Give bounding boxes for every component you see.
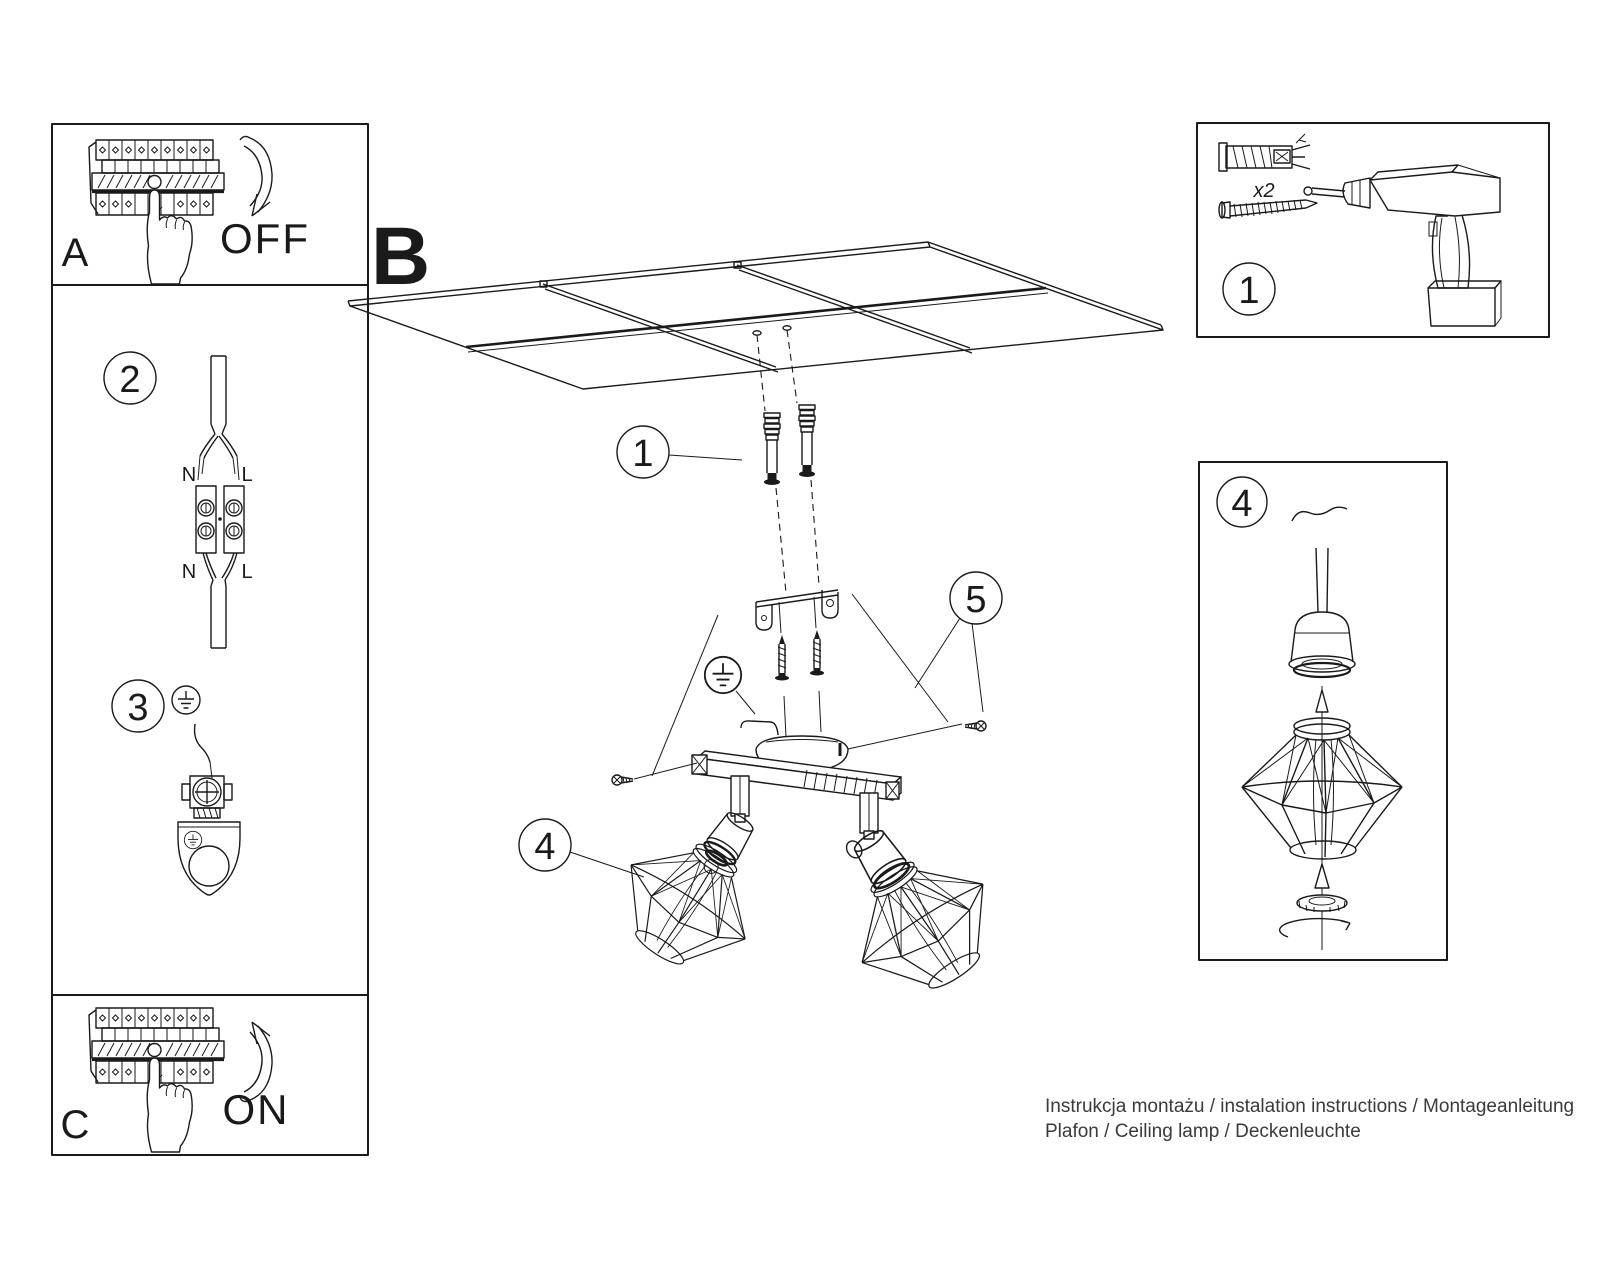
mounting-screw-icon — [774, 634, 790, 682]
cable-squiggle-icon — [1291, 506, 1348, 522]
panel-a-letter: A — [62, 231, 89, 275]
ground-terminal — [181, 775, 233, 819]
hand-press-icon — [146, 1057, 193, 1153]
callout-shade-4: 4 — [518, 818, 645, 878]
cable-bottom — [202, 552, 238, 649]
callout-screws-5: 5 — [914, 571, 1003, 713]
alignment-lines — [651, 593, 949, 777]
footer-line1: Instrukcja montażu / instalation instruc… — [1045, 1096, 1574, 1117]
ceiling-grid — [347, 241, 1164, 390]
arrow-up-icon — [1315, 689, 1329, 713]
terminal-block — [195, 485, 245, 554]
callout-1-number: 1 — [632, 433, 653, 475]
callout-3-number: 3 — [127, 687, 148, 729]
wire-cage-shade — [597, 815, 778, 991]
panel-tools: x2 1 — [1218, 133, 1502, 327]
step-wiring: 2 N L N L — [103, 351, 253, 649]
terminal-n-top: N — [182, 464, 196, 486]
wall-plug-icon — [1218, 133, 1311, 172]
panel-b-letter: B — [371, 211, 430, 302]
arrow-down-icon — [239, 135, 273, 217]
ground-bracket — [177, 821, 241, 896]
footer: Instrukcja montażu / instalation instruc… — [1045, 1096, 1574, 1142]
mounting-screw-icon — [809, 629, 825, 677]
spotlight-right — [827, 792, 1019, 1018]
power-off-label: OFF — [220, 215, 310, 262]
callout-2-number: 2 — [119, 359, 140, 401]
callout-3: 3 — [111, 679, 165, 733]
callout-4-number: 4 — [1231, 483, 1252, 525]
side-screw-icon — [964, 720, 987, 732]
ground-wire — [740, 720, 779, 736]
step-grounding: 3 — [111, 679, 241, 896]
earth-symbol-icon — [183, 830, 203, 850]
earth-symbol-icon — [703, 655, 743, 695]
callout-1-number: 1 — [1238, 270, 1259, 312]
panel-power-on: ON C — [61, 1006, 290, 1153]
ring-nut — [1296, 894, 1348, 912]
spotlight-left — [597, 775, 778, 991]
panel-shade-assembly: 4 — [1216, 476, 1403, 950]
callout-2: 2 — [103, 351, 157, 405]
terminal-l-bottom: L — [241, 561, 252, 583]
callout-tools-1: 1 — [1222, 262, 1276, 316]
rotation-arrow-icon — [1278, 917, 1351, 938]
screw-icon — [1218, 199, 1318, 219]
earth-symbol-icon — [171, 685, 201, 715]
cable-top — [197, 355, 240, 481]
hand-press-icon — [146, 189, 193, 285]
anchor-drop-lines — [756, 329, 820, 594]
callout-5-number: 5 — [965, 579, 986, 621]
side-screw-icon — [611, 774, 634, 786]
terminal-l-top: L — [241, 464, 252, 486]
lamp-holder — [1288, 547, 1356, 679]
wall-anchor-icon — [798, 404, 816, 478]
panel-main-assembly: B 1 — [347, 211, 1164, 1018]
ground-wire — [193, 723, 211, 763]
frame-borders — [51, 122, 1550, 1156]
arrow-up-icon — [1314, 863, 1330, 889]
drill-icon — [1303, 164, 1502, 327]
callout-anchors-1: 1 — [616, 425, 743, 479]
mounting-bracket — [755, 589, 839, 631]
callout-4-number: 4 — [534, 826, 555, 868]
panel-power-off: OFF A — [62, 135, 310, 285]
callout-shade-panel-4: 4 — [1216, 476, 1268, 528]
quantity-label: x2 — [1252, 180, 1274, 202]
power-on-label: ON — [223, 1086, 290, 1133]
footer-line2: Plafon / Ceiling lamp / Deckenleuchte — [1045, 1121, 1361, 1142]
panel-c-letter: C — [61, 1103, 90, 1147]
wall-anchor-icon — [763, 412, 781, 486]
terminal-n-bottom: N — [182, 561, 196, 583]
wire-cage-shade — [827, 831, 1019, 1018]
mounting-bar — [691, 750, 902, 801]
